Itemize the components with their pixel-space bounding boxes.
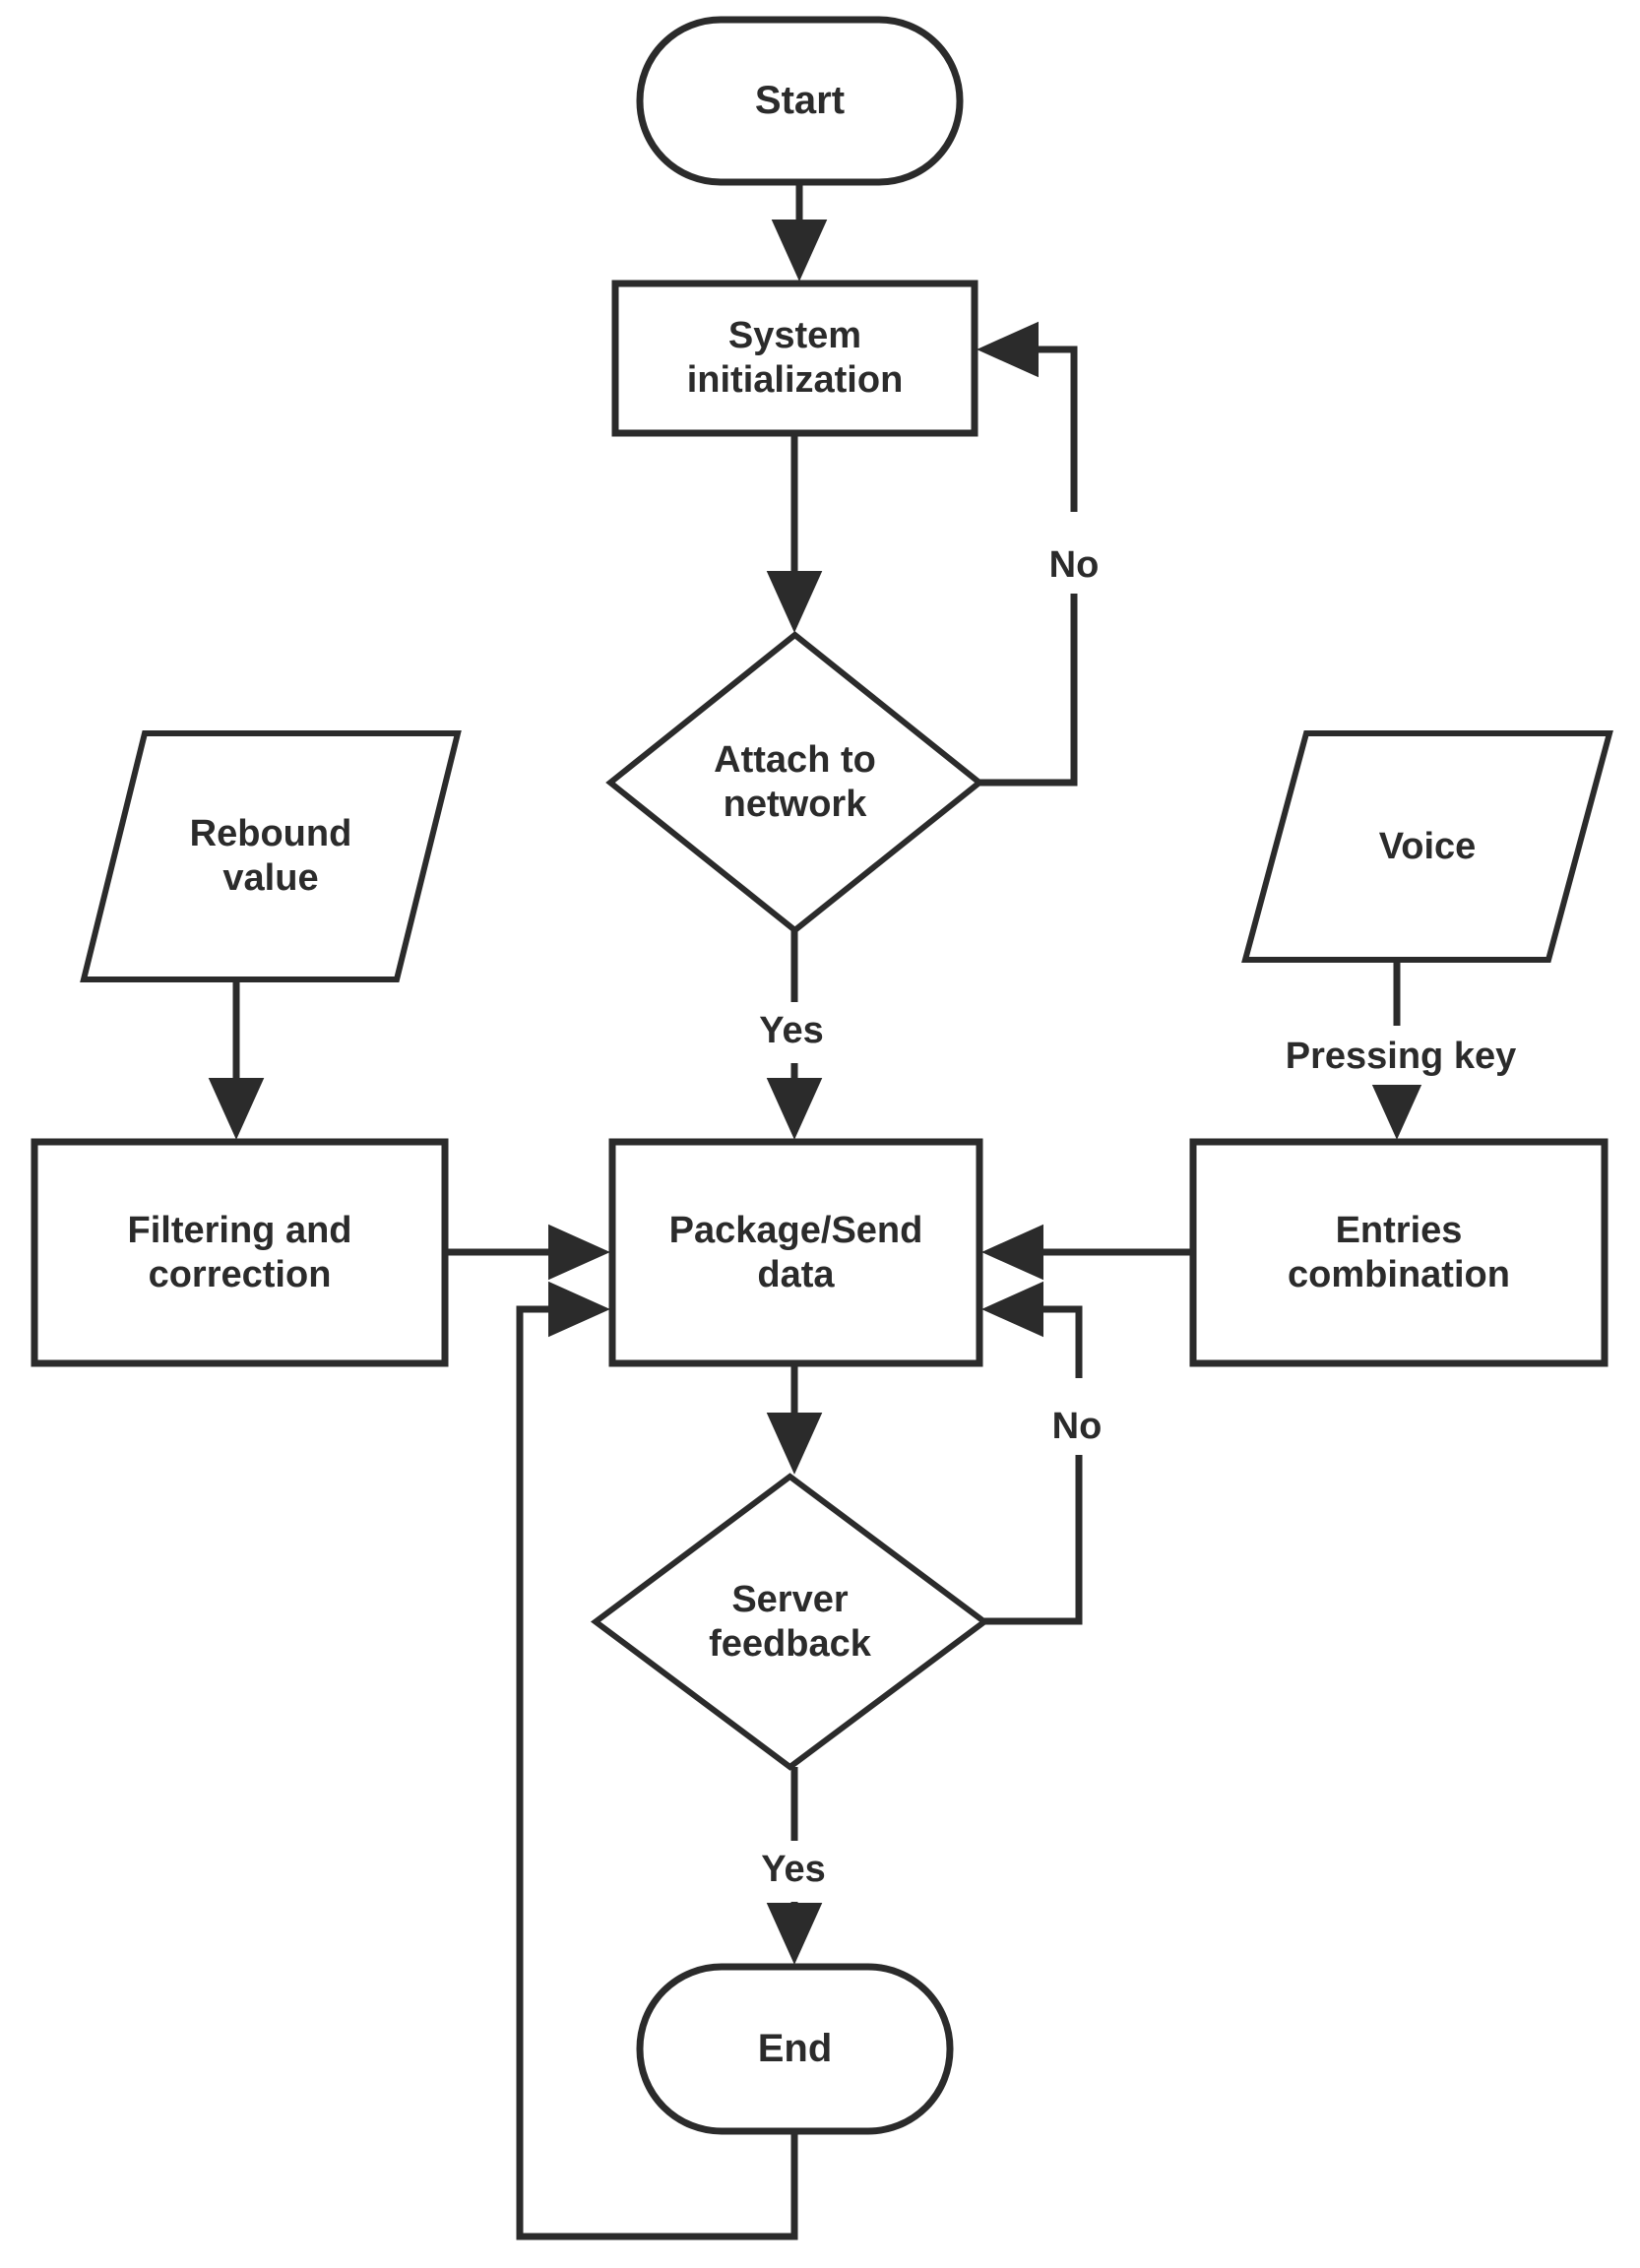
edge-label-yes-attach-to-network: Yes (738, 1004, 845, 1059)
edge-attach-no-to-system-initialization-a (979, 591, 1078, 787)
node-shape-system-initialization[interactable] (611, 280, 978, 437)
edge-label-yes-server-feedback: Yes (740, 1843, 847, 1898)
node-shape-server-feedback[interactable] (590, 1473, 990, 1771)
edge-end-to-package-send-data (516, 1281, 798, 2240)
node-shape-entries-combination[interactable] (1189, 1138, 1608, 1367)
node-shape-rebound-value[interactable] (80, 730, 462, 982)
edge-server-feedback-no-to-package-send-data-a (984, 1455, 1083, 1625)
node-shape-attach-to-network[interactable] (605, 631, 984, 934)
edge-label-no-attach-to-network: No (1027, 538, 1121, 594)
edge-label-no-server-feedback: No (1030, 1400, 1124, 1455)
edge-label-pressing-key: Pressing key (1258, 1030, 1544, 1085)
node-shape-end[interactable] (636, 1963, 954, 2135)
node-shape-filtering-and-correction[interactable] (31, 1138, 449, 1367)
edge-attach-no-to-system-initialization-b (977, 321, 1078, 512)
node-shape-package-send-data[interactable] (608, 1138, 983, 1367)
edge-server-feedback-no-to-package-send-data-b (981, 1281, 1083, 1378)
node-shape-voice[interactable] (1241, 730, 1613, 963)
node-shape-start[interactable] (636, 16, 964, 186)
